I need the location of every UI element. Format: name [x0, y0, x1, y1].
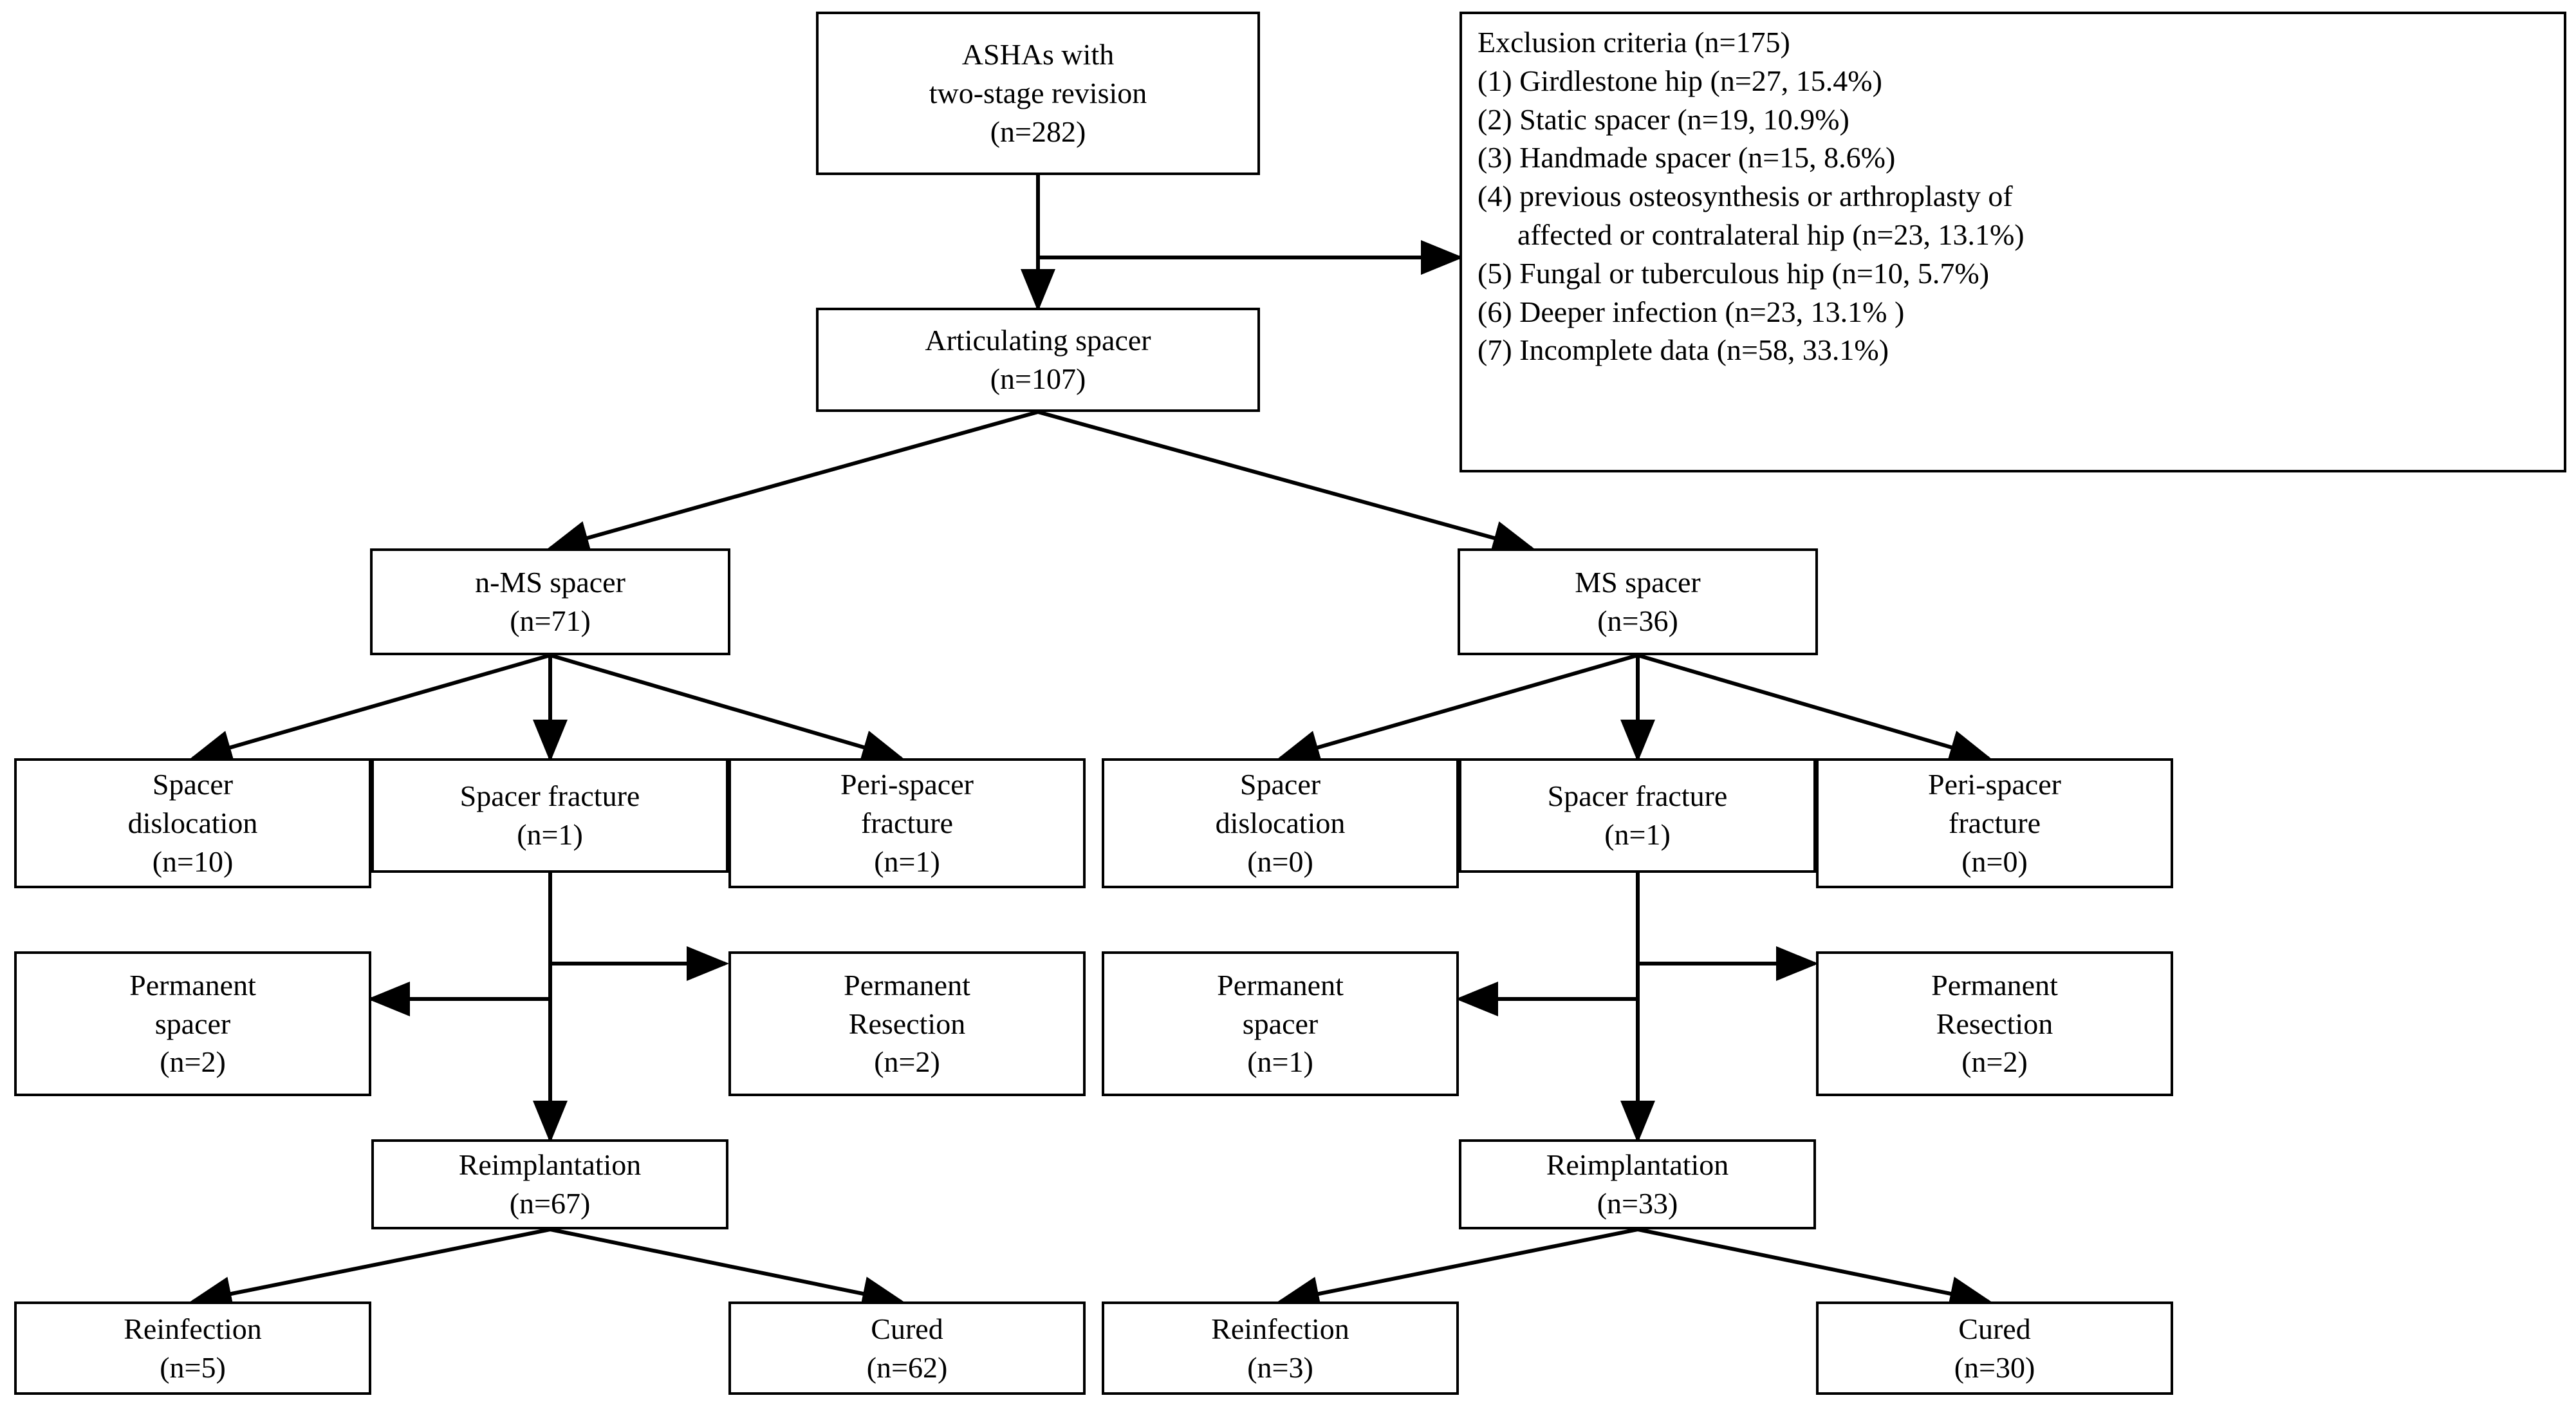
edge-right-reimplantation-to-cured — [1637, 1227, 1992, 1311]
node-nms-spacer: n-MS spacer (n=71) — [370, 548, 730, 655]
node-left-permanent-spacer: Permanent spacer (n=2) — [14, 951, 371, 1096]
exclusion-line-5: (4) previous osteosynthesis or arthropla… — [1478, 180, 2013, 213]
edge-nms-to-peri-fracture — [550, 653, 905, 765]
edge-left-reimplantation-to-cured — [550, 1227, 905, 1311]
edge-left-reimplantation-to-reinfection — [189, 1227, 551, 1311]
node-left-dislocation-line-3: (n=10) — [152, 844, 234, 878]
node-left-reinfection-line-2: (n=5) — [160, 1350, 226, 1384]
edge-nms-to-dislocation — [189, 653, 551, 765]
node-right-perm-spacer-line-3: (n=1) — [1247, 1045, 1313, 1079]
edge-included-to-nms — [546, 410, 1039, 555]
node-nms-line-2: (n=71) — [510, 604, 591, 637]
node-left-peri-fracture-line-2: fracture — [861, 807, 953, 840]
node-source-line-1: ASHAs with — [961, 38, 1115, 71]
exclusion-line-3: (2) Static spacer (n=19, 10.9%) — [1478, 102, 1849, 136]
node-right-dislocation-line-1: Spacer — [1239, 768, 1321, 801]
node-left-reinfection-line-1: Reinfection — [124, 1312, 262, 1345]
node-right-peri-spacer-fracture: Peri-spacer fracture (n=0) — [1816, 758, 2173, 888]
node-left-cured-line-2: (n=62) — [866, 1350, 948, 1384]
exclusion-criteria-box: Exclusion criteria (n=175) (1) Girdlesto… — [1459, 12, 2566, 472]
edge-ms-to-dislocation — [1277, 653, 1638, 765]
node-right-fracture-line-2: (n=1) — [1604, 818, 1671, 851]
edge-included-to-ms — [1037, 410, 1535, 555]
node-nms-line-1: n-MS spacer — [475, 566, 625, 599]
node-right-reimplantation-line-2: (n=33) — [1597, 1187, 1678, 1220]
node-left-perm-resection-line-1: Permanent — [844, 968, 970, 1002]
node-left-perm-spacer-line-2: spacer — [154, 1007, 231, 1040]
node-included: Articulating spacer (n=107) — [816, 308, 1260, 412]
node-ms-line-2: (n=36) — [1597, 604, 1678, 637]
node-source-line-2: two-stage revision — [929, 77, 1147, 110]
node-right-dislocation-line-3: (n=0) — [1247, 844, 1313, 878]
node-right-reimplantation-line-1: Reimplantation — [1546, 1148, 1729, 1182]
node-right-peri-fracture-line-2: fracture — [1949, 807, 2041, 840]
node-right-permanent-spacer: Permanent spacer (n=1) — [1102, 951, 1459, 1096]
node-right-cured-line-2: (n=30) — [1954, 1350, 2035, 1384]
node-left-spacer-dislocation: Spacer dislocation (n=10) — [14, 758, 371, 888]
node-left-reimplantation-line-1: Reimplantation — [458, 1148, 642, 1182]
node-left-dislocation-line-2: dislocation — [127, 807, 258, 840]
exclusion-line-7: (5) Fungal or tuberculous hip (n=10, 5.7… — [1478, 256, 1990, 290]
node-source-line-3: (n=282) — [990, 115, 1086, 148]
node-right-cured-line-1: Cured — [1958, 1312, 2031, 1345]
node-left-permanent-resection: Permanent Resection (n=2) — [728, 951, 1086, 1096]
node-left-fracture-line-2: (n=1) — [517, 818, 583, 851]
exclusion-line-9: (7) Incomplete data (n=58, 33.1%) — [1478, 333, 1889, 367]
node-right-perm-spacer-line-2: spacer — [1242, 1007, 1319, 1040]
node-source: ASHAs with two-stage revision (n=282) — [816, 12, 1260, 175]
node-right-perm-resection-line-2: Resection — [1936, 1007, 2053, 1040]
node-right-peri-fracture-line-3: (n=0) — [1961, 844, 2028, 878]
node-left-spacer-fracture: Spacer fracture (n=1) — [371, 758, 728, 873]
node-right-fracture-line-1: Spacer fracture — [1547, 779, 1728, 813]
edge-ms-to-peri-fracture — [1637, 653, 1992, 765]
node-left-fracture-line-1: Spacer fracture — [459, 779, 640, 813]
node-left-perm-resection-line-2: Resection — [848, 1007, 966, 1040]
exclusion-line-2: (1) Girdlestone hip (n=27, 15.4%) — [1478, 64, 1882, 97]
node-right-perm-resection-line-3: (n=2) — [1961, 1045, 2028, 1079]
node-left-peri-spacer-fracture: Peri-spacer fracture (n=1) — [728, 758, 1086, 888]
exclusion-line-6: affected or contralateral hip (n=23, 13.… — [1517, 218, 2025, 251]
node-left-reimplantation: Reimplantation (n=67) — [371, 1139, 728, 1229]
exclusion-line-8: (6) Deeper infection (n=23, 13.1% ) — [1478, 295, 1905, 328]
node-right-spacer-dislocation: Spacer dislocation (n=0) — [1102, 758, 1459, 888]
node-right-spacer-fracture: Spacer fracture (n=1) — [1459, 758, 1816, 873]
exclusion-line-1: Exclusion criteria (n=175) — [1478, 26, 1790, 59]
node-right-cured: Cured (n=30) — [1816, 1301, 2173, 1395]
node-left-perm-spacer-line-3: (n=2) — [160, 1045, 226, 1079]
node-right-perm-resection-line-1: Permanent — [1931, 968, 2058, 1002]
node-left-reimplantation-line-2: (n=67) — [509, 1187, 591, 1220]
node-right-reimplantation: Reimplantation (n=33) — [1459, 1139, 1816, 1229]
node-right-peri-fracture-line-1: Peri-spacer — [1928, 768, 2061, 801]
node-left-peri-fracture-line-1: Peri-spacer — [840, 768, 974, 801]
node-right-reinfection-line-2: (n=3) — [1247, 1350, 1313, 1384]
node-left-cured: Cured (n=62) — [728, 1301, 1086, 1395]
node-right-perm-spacer-line-1: Permanent — [1217, 968, 1344, 1002]
node-left-cured-line-1: Cured — [871, 1312, 943, 1345]
exclusion-line-4: (3) Handmade spacer (n=15, 8.6%) — [1478, 141, 1896, 174]
node-included-line-1: Articulating spacer — [925, 324, 1151, 357]
node-ms-spacer: MS spacer (n=36) — [1458, 548, 1818, 655]
node-right-dislocation-line-2: dislocation — [1215, 807, 1346, 840]
node-right-reinfection: Reinfection (n=3) — [1102, 1301, 1459, 1395]
node-left-perm-resection-line-3: (n=2) — [874, 1045, 940, 1079]
node-included-line-2: (n=107) — [990, 362, 1086, 395]
node-left-perm-spacer-line-1: Permanent — [129, 968, 256, 1002]
node-left-reinfection: Reinfection (n=5) — [14, 1301, 371, 1395]
node-ms-line-1: MS spacer — [1575, 566, 1701, 599]
node-left-dislocation-line-1: Spacer — [152, 768, 234, 801]
edge-right-reimplantation-to-reinfection — [1277, 1227, 1638, 1311]
node-left-peri-fracture-line-3: (n=1) — [874, 844, 940, 878]
node-right-reinfection-line-1: Reinfection — [1211, 1312, 1349, 1345]
node-right-permanent-resection: Permanent Resection (n=2) — [1816, 951, 2173, 1096]
